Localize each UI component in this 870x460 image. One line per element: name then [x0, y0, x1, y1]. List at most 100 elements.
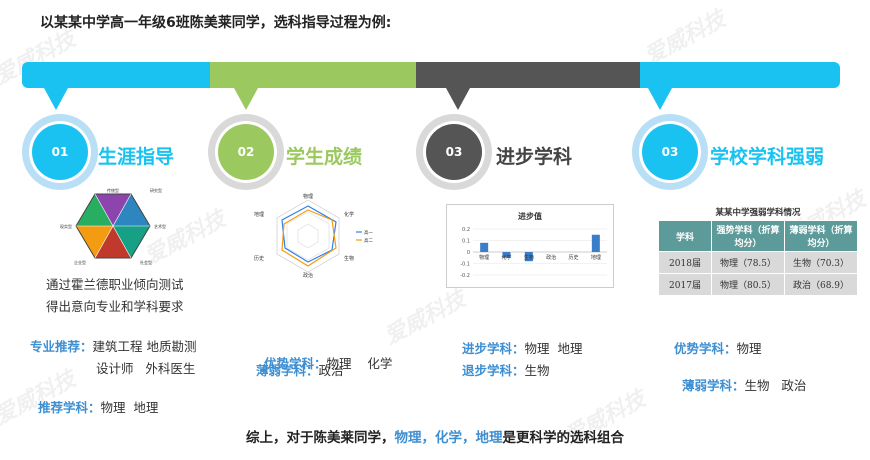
hex-label: 研究型	[150, 187, 162, 193]
table-header: 薄弱学科（折算均分）	[784, 220, 858, 252]
progress-subject-label: 进步学科：	[462, 341, 525, 356]
strong-subject-label: 优势学科：	[263, 356, 327, 371]
table-cell: 2018届	[658, 251, 712, 274]
progress-bar-chart: 进步值 0.20.10-0.1-0.2 物理化学生物政治历史地理	[460, 211, 607, 279]
progress-bar	[524, 252, 533, 262]
table-row: 2017届 物理（80.5） 政治（68.9）	[658, 273, 858, 296]
table-cell: 2017届	[658, 273, 712, 296]
subject-recommend-label: 推荐学科：	[37, 400, 101, 415]
step-3-badge: 03	[416, 114, 492, 190]
progress-bar	[502, 252, 511, 258]
major-recommend-line2: 设计师 外科医生	[96, 361, 196, 376]
subject-recommend-row: 推荐学科：物理 地理	[30, 382, 158, 416]
timeline-segment-2	[210, 62, 420, 88]
x-category-label: 地理	[591, 254, 601, 261]
pointer-4	[648, 88, 672, 110]
hex-label: 企业型	[74, 259, 86, 265]
regress-subject-label: 退步学科：	[462, 363, 525, 378]
school-strong-value: 物理	[736, 341, 762, 356]
strong-subject-value: 物理 化学	[326, 356, 393, 371]
hex-label: 社会型	[140, 259, 152, 265]
pointer-3	[446, 88, 470, 110]
progress-subject-value: 物理 地理	[524, 341, 583, 356]
x-category-label: 历史	[568, 254, 578, 261]
hex-slice	[95, 194, 131, 226]
hex-slice	[76, 226, 113, 258]
subject-recommend-value: 物理 地理	[100, 400, 159, 415]
timeline-segment-4	[640, 62, 840, 88]
school-strong-row: 优势学科：物理	[674, 338, 762, 357]
x-category-label: 化学	[501, 254, 511, 261]
step-number: 01	[32, 124, 88, 180]
radar-label: 化学	[344, 211, 354, 218]
timeline-segment-1	[22, 62, 217, 88]
step-number: 02	[218, 124, 274, 180]
regress-subject-row: 退步学科：生物	[462, 360, 550, 379]
career-desc-line2: 得出意向专业和学科要求	[46, 299, 184, 314]
hex-slice	[76, 194, 113, 226]
hex-label: 传统型	[107, 187, 119, 193]
weak-subject-row: 薄弱学科：政治	[256, 360, 344, 379]
school-weak-label: 薄弱学科：	[681, 378, 745, 393]
regress-subject-value: 生物	[524, 363, 550, 378]
conclusion-separator: ，	[462, 430, 476, 446]
step-2-title: 学生成绩	[286, 146, 363, 168]
table-header-row: 学科 强势学科（折算均分） 薄弱学科（折算均分）	[658, 220, 858, 252]
x-category-label: 物理	[479, 254, 489, 261]
major-recommend-value: 建筑工程 地质勘测	[92, 339, 197, 354]
x-category-label: 政治	[546, 254, 556, 261]
step-1-badge: 01	[22, 114, 98, 190]
table-cell: 生物（70.3）	[784, 251, 858, 274]
hex-slice	[95, 226, 131, 258]
school-table-title: 某某中学强弱学科情况	[715, 208, 801, 218]
conclusion-subject-3: 地理	[475, 430, 503, 446]
conclusion-separator: ，	[421, 430, 436, 446]
table-header: 强势学科（折算均分）	[711, 220, 785, 252]
radar-label: 地理	[254, 211, 264, 218]
progress-bar	[591, 234, 600, 252]
holland-hexagon-diagram: 传统型 研究型 艺术型 社会型 企业型 现实型	[60, 187, 166, 265]
watermark: 爱威科技	[639, 5, 730, 70]
grades-radar-chart: 物理 化学 生物 政治 历史 地理 高一 高二	[254, 193, 373, 278]
strong-subject-row: 优势学科：物理 化学	[256, 338, 392, 372]
step-1-title: 生涯指导	[98, 146, 175, 168]
hex-label: 艺术型	[154, 223, 166, 229]
weak-subject-label: 薄弱学科：	[256, 363, 319, 378]
weak-subject-value: 政治	[318, 363, 344, 378]
school-strength-table: 学科 强势学科（折算均分） 薄弱学科（折算均分） 2018届 物理（78.5） …	[658, 220, 858, 296]
y-tick-label: -0.1	[460, 262, 470, 268]
progress-bar	[480, 242, 489, 252]
y-tick-label: 0.2	[462, 227, 470, 233]
step-4-title: 学校学科强弱	[710, 146, 825, 168]
major-recommend-label: 专业推荐：	[30, 339, 93, 354]
radar-label: 政治	[303, 272, 313, 278]
step-3-title: 进步学科	[496, 146, 573, 168]
conclusion-subject-2: 化学	[435, 430, 462, 446]
table-cell: 物理（78.5）	[711, 251, 785, 274]
table-cell: 政治（68.9）	[784, 273, 858, 296]
radar-label: 生物	[344, 255, 354, 262]
radar-label: 物理	[303, 193, 313, 200]
school-strong-label: 优势学科：	[674, 341, 737, 356]
pointer-1	[44, 88, 68, 110]
table-row: 2018届 物理（78.5） 生物（70.3）	[658, 251, 858, 274]
hex-slice	[113, 226, 150, 258]
step-number: 03	[426, 124, 482, 180]
page-title: 以某某中学高一年级6班陈美莱同学，选科指导过程为例:	[40, 15, 392, 31]
conclusion-suffix: 是更科学的选科组合	[502, 430, 625, 446]
step-4-badge: 03	[632, 114, 708, 190]
timeline-segment-3	[416, 62, 644, 88]
radar-label: 历史	[254, 255, 264, 262]
progress-subject-row: 进步学科：物理 地理	[462, 338, 582, 357]
radar-series-2	[281, 209, 337, 267]
table-cell: 物理（80.5）	[711, 273, 785, 296]
table-header: 学科	[658, 220, 712, 252]
career-desc-line1: 通过霍兰德职业倾向测试	[46, 277, 184, 292]
major-recommend-row: 专业推荐：建筑工程 地质勘测	[30, 336, 197, 355]
pointer-2	[234, 88, 258, 110]
y-tick-label: -0.2	[460, 273, 470, 279]
conclusion-subject-1: 物理	[394, 430, 422, 446]
chart-title: 进步值	[518, 211, 542, 221]
school-strength-table-wrap: 学科 强势学科（折算均分） 薄弱学科（折算均分） 2018届 物理（78.5） …	[658, 220, 858, 296]
